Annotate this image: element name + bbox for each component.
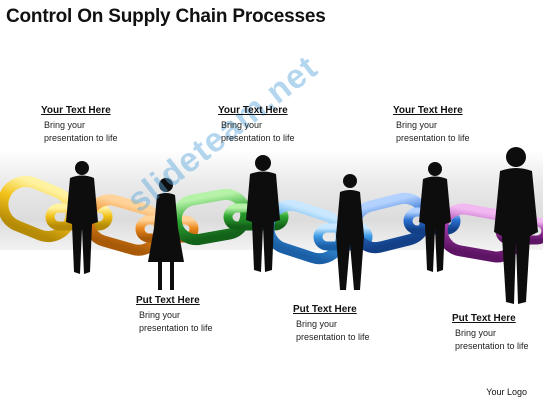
text-block-body-line1: Bring your (296, 319, 338, 329)
businessman-silhouette-4 (494, 147, 538, 304)
text-block-heading: Put Text Here (136, 295, 200, 306)
text-block-heading: Your Text Here (393, 105, 463, 116)
text-block-heading: Your Text Here (41, 105, 111, 116)
text-block-1: Your Text Here Bring your presentation t… (41, 105, 118, 145)
text-block-body-line1: Bring your (455, 328, 497, 338)
text-block-body-line1: Bring your (44, 120, 86, 130)
businessman-silhouette-3 (419, 162, 451, 272)
text-block-body-line1: Bring your (221, 120, 263, 130)
text-block-body-line2: presentation to life (455, 341, 529, 351)
text-block-heading: Put Text Here (293, 304, 357, 315)
text-block-body-line2: presentation to life (139, 323, 213, 333)
text-block-3: Your Text Here Bring your presentation t… (218, 105, 295, 145)
text-block-heading: Your Text Here (218, 105, 288, 116)
text-block-4: Put Text Here Bring your presentation to… (293, 304, 370, 344)
businesswoman-silhouette-1 (148, 178, 184, 290)
text-block-body-line1: Bring your (139, 310, 181, 320)
text-block-body-line2: presentation to life (44, 133, 118, 143)
page-title: Control On Supply Chain Processes (6, 6, 326, 27)
text-block-body-line2: presentation to life (296, 332, 370, 342)
businesswoman-silhouette-2 (336, 174, 364, 290)
text-block-body-line2: presentation to life (221, 133, 295, 143)
businessman-silhouette-2 (246, 155, 280, 272)
logo-placeholder: Your Logo (486, 387, 527, 397)
text-block-5: Your Text Here Bring your presentation t… (393, 105, 470, 145)
text-block-body-line1: Bring your (396, 120, 438, 130)
text-block-body-line2: presentation to life (396, 133, 470, 143)
text-block-6: Put Text Here Bring your presentation to… (452, 313, 529, 353)
text-block-2: Put Text Here Bring your presentation to… (136, 295, 213, 335)
text-block-heading: Put Text Here (452, 313, 516, 324)
businessman-silhouette-1 (66, 161, 98, 274)
